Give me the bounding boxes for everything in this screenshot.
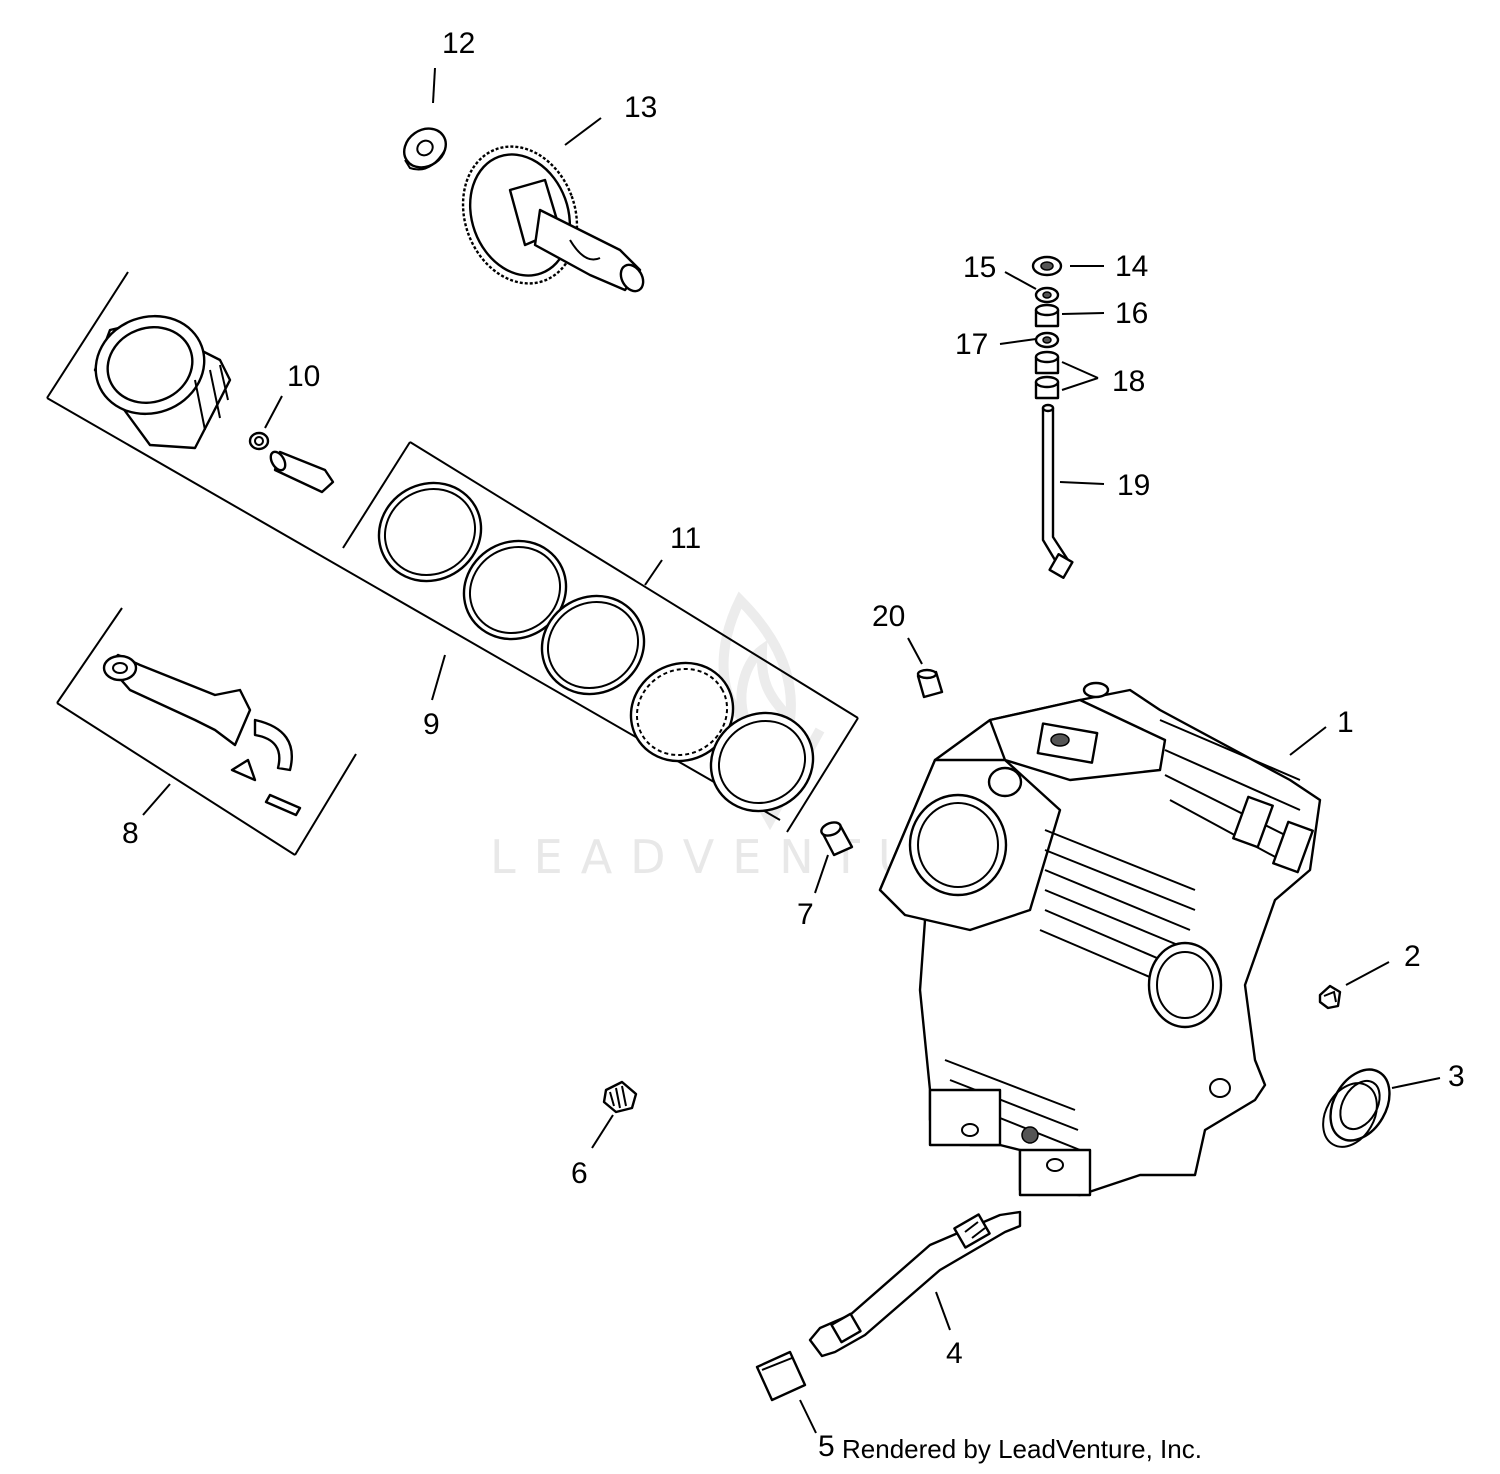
callouts: 1 2 3 4 5 6 7 8 9 10 11 12 13 14 15 16 1… [122, 27, 1465, 1463]
leader-lines [142, 67, 1441, 1434]
callout-4[interactable]: 4 [946, 1337, 963, 1370]
part-20-dowel[interactable] [916, 668, 944, 699]
callout-12[interactable]: 12 [442, 27, 475, 60]
part-4-governor-shaft[interactable] [808, 1210, 1022, 1358]
ring-panel-outline [342, 441, 859, 833]
callout-16[interactable]: 16 [1115, 297, 1148, 330]
callout-13[interactable]: 13 [624, 91, 657, 124]
part-3-oil-seal[interactable] [1312, 1059, 1401, 1156]
part-11-piston-rings[interactable] [361, 464, 831, 829]
part-7-sleeve[interactable] [820, 820, 854, 857]
callout-5[interactable]: 5 [818, 1430, 835, 1463]
credit-text: Rendered by LeadVenture, Inc. [842, 1434, 1202, 1464]
callout-14[interactable]: 14 [1115, 250, 1148, 283]
rod-panel-outline [56, 607, 357, 856]
callout-3[interactable]: 3 [1448, 1060, 1465, 1093]
callout-6[interactable]: 6 [571, 1157, 588, 1190]
callout-20[interactable]: 20 [872, 600, 905, 633]
callout-15[interactable]: 15 [963, 251, 996, 284]
part-6-drain-plug[interactable] [602, 1080, 638, 1114]
part-1-crankcase[interactable] [878, 681, 1322, 1197]
callout-10[interactable]: 10 [287, 360, 320, 393]
part-5-bushing[interactable] [755, 1350, 807, 1402]
part-18-spring-pair[interactable] [1034, 350, 1060, 400]
callout-2[interactable]: 2 [1404, 940, 1421, 973]
part-14-retainer[interactable] [1031, 255, 1063, 277]
part-12-washer[interactable] [397, 121, 454, 176]
part-17-washer[interactable] [1034, 331, 1060, 349]
callout-9[interactable]: 9 [423, 708, 440, 741]
callout-7[interactable]: 7 [797, 898, 814, 931]
callout-19[interactable]: 19 [1117, 469, 1150, 502]
part-9-piston[interactable] [82, 301, 232, 450]
part-15-washer[interactable] [1034, 286, 1060, 304]
callout-11[interactable]: 11 [670, 522, 701, 555]
part-16-spring[interactable] [1034, 303, 1060, 328]
callout-1[interactable]: 1 [1337, 706, 1354, 739]
part-2-plug[interactable] [1318, 984, 1342, 1010]
callout-18[interactable]: 18 [1112, 365, 1145, 398]
part-10-wrist-pin[interactable] [248, 431, 335, 494]
part-8-connecting-rod[interactable] [102, 653, 302, 817]
part-13-camshaft[interactable] [444, 130, 647, 299]
callout-8[interactable]: 8 [122, 817, 139, 850]
callout-17[interactable]: 17 [955, 328, 988, 361]
part-19-push-rod[interactable] [1041, 403, 1074, 579]
